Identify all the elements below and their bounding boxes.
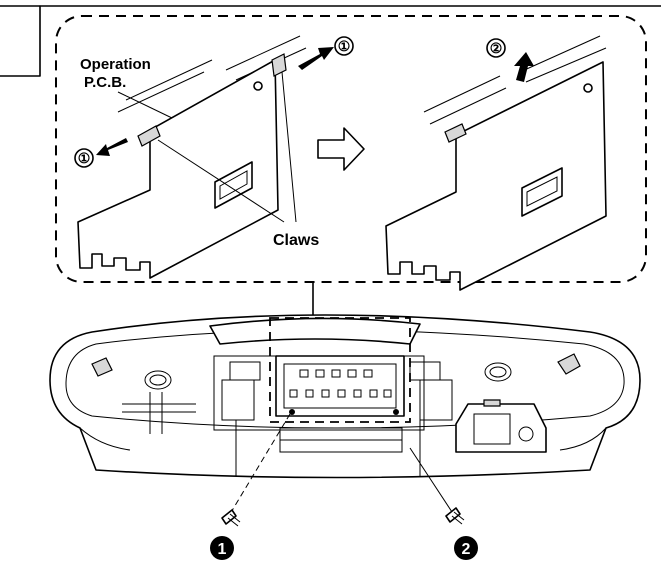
step1-label-left: ① — [78, 150, 91, 166]
screw1-badge — [210, 536, 234, 560]
operation-pcb-leader — [117, 91, 173, 119]
step1-arrow-left-icon — [96, 138, 128, 156]
step2-badge — [486, 38, 506, 58]
claws-leader-left — [157, 139, 285, 223]
detail-dashed-box — [55, 15, 647, 283]
screw1-number: 1 — [218, 541, 227, 558]
step1-badge-right — [334, 36, 354, 56]
pcb-location-highlight — [269, 317, 411, 423]
claws-leader-right — [281, 71, 297, 223]
step1-arrow-right-icon — [298, 47, 334, 70]
step1-label-right: ① — [338, 38, 351, 54]
screw2-number: 2 — [462, 541, 471, 558]
corner-tab — [0, 5, 41, 77]
operation-pcb-right — [385, 35, 607, 291]
screw2-badge — [454, 536, 478, 560]
screw2-guide-line — [409, 447, 453, 513]
claws-label: Claws — [273, 232, 319, 249]
operation-pcb-label: Operation — [80, 56, 151, 73]
main-unit-chassis — [49, 314, 641, 479]
operation-pcb-left — [77, 35, 307, 279]
step2-label: ② — [490, 40, 503, 56]
screw2-icon — [445, 507, 465, 525]
step2-arrow-up-icon — [514, 52, 534, 82]
screw1-icon — [221, 509, 241, 527]
operation-pcb-label-line2: P.C.B. — [84, 74, 126, 91]
transition-arrow-icon — [317, 127, 365, 171]
step1-badge-left — [74, 148, 94, 168]
